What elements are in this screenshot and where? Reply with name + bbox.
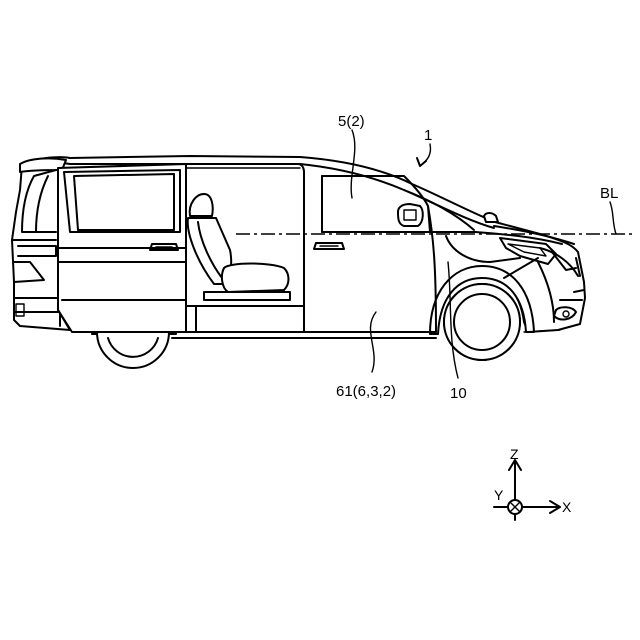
label-vehicle: 1: [424, 127, 432, 144]
axis-label-y: Y: [494, 487, 504, 503]
axis-label-x: X: [562, 499, 572, 515]
coordinate-axes: Z Y X: [494, 446, 572, 520]
axis-label-z: Z: [510, 446, 519, 462]
label-panel: 5(2): [338, 113, 365, 130]
sliding-door-open: [58, 164, 186, 332]
label-door: 61(6,3,2): [336, 383, 396, 400]
label-fender: 10: [450, 385, 467, 402]
label-beltline: BL: [600, 185, 618, 202]
